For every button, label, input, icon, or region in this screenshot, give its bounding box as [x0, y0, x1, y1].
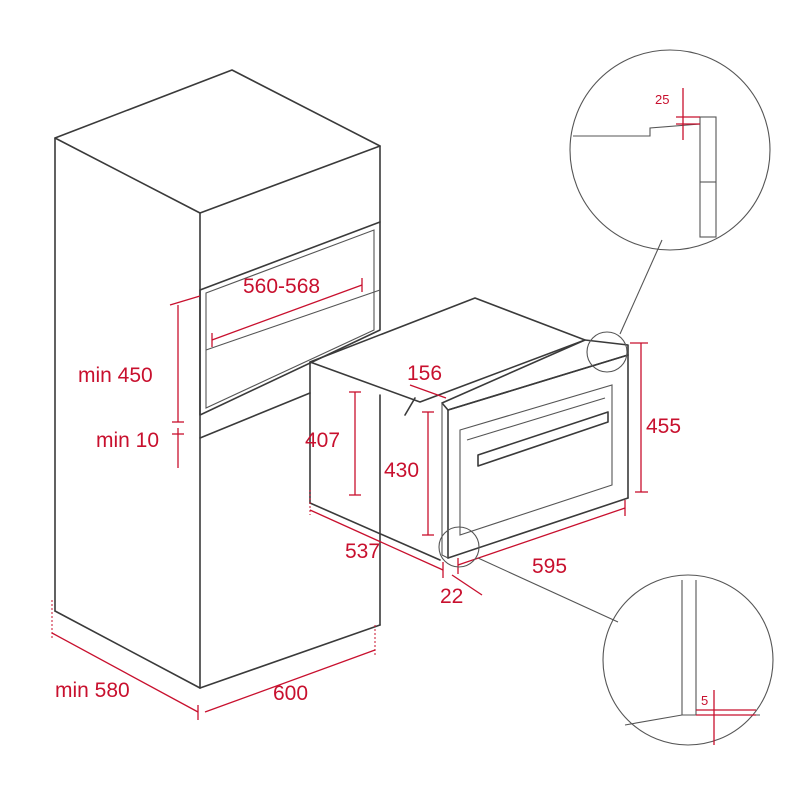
- cabinet: [54, 69, 381, 689]
- label-600: 600: [273, 682, 308, 705]
- label-niche-width: 560-568: [243, 275, 320, 298]
- label-22: 22: [440, 585, 463, 608]
- oven-front: [441, 339, 629, 559]
- label-min-10: min 10: [96, 429, 159, 452]
- label-455: 455: [646, 415, 681, 438]
- dimension-lines: [51, 278, 648, 720]
- detail-callouts: [438, 49, 774, 746]
- label-min-450: min 450: [78, 364, 153, 387]
- label-156: 156: [407, 362, 442, 385]
- label-detail-5: 5: [701, 693, 708, 708]
- label-430: 430: [384, 459, 419, 482]
- label-407: 407: [305, 429, 340, 452]
- label-min-580: min 580: [55, 679, 130, 702]
- label-595: 595: [532, 555, 567, 578]
- label-537: 537: [345, 540, 380, 563]
- label-detail-25: 25: [655, 92, 669, 107]
